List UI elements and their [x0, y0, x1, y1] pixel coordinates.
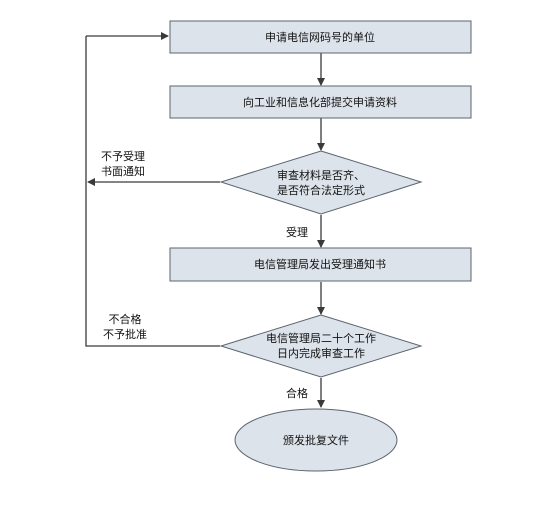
node-step2-label: 向工业和信息化部提交申请资料 — [243, 95, 397, 109]
node-decision2: 电信管理局二十个工作 日内完成审查工作 — [219, 314, 423, 378]
edge-label-accept: 受理 — [286, 226, 308, 239]
edge-label-pass: 合格 — [286, 386, 308, 400]
node-step1-label: 申请电信网码号的单位 — [265, 30, 375, 44]
edge-label-reject2-line1: 不合格 — [109, 312, 142, 326]
node-step2: 向工业和信息化部提交申请资料 — [169, 85, 472, 119]
node-decision2-line1: 电信管理局二十个工作 — [266, 331, 376, 345]
edge-label-reject1-line1: 不予受理 — [101, 150, 145, 163]
node-step3-label: 电信管理局发出受理通知书 — [254, 257, 386, 271]
node-decision1-line1: 审查材料是否齐、 — [277, 168, 365, 182]
node-decision1: 审查材料是否齐、 是否符合法定形式 — [219, 150, 423, 215]
node-decision1-line2: 是否符合法定形式 — [277, 183, 365, 197]
edge-label-reject1-line2: 书面通知 — [101, 164, 145, 178]
node-step3: 电信管理局发出受理通知书 — [169, 247, 472, 282]
node-end: 颁发批复文件 — [234, 408, 398, 472]
edge-label-reject2-line2: 不予批准 — [103, 327, 147, 341]
feedback-line-decision2 — [85, 36, 220, 347]
node-end-label: 颁发批复文件 — [283, 433, 349, 447]
node-step1: 申请电信网码号的单位 — [169, 20, 472, 54]
node-decision2-line2: 日内完成审查工作 — [277, 346, 365, 360]
